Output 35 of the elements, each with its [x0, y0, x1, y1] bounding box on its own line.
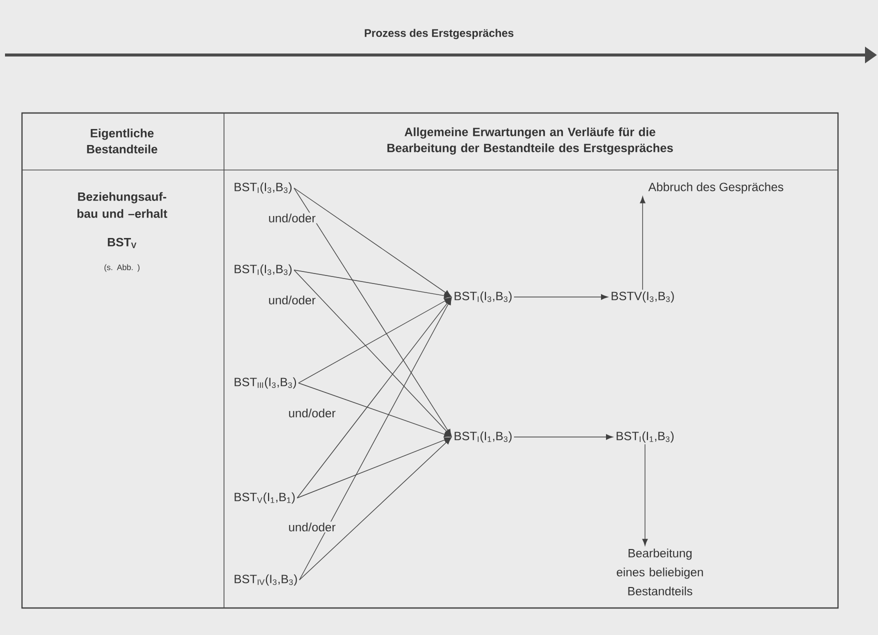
- connector-label: und/oder: [287, 522, 337, 532]
- arrow: [296, 298, 452, 498]
- arrow: [296, 437, 452, 498]
- arrow: [298, 297, 452, 384]
- arrow: [514, 294, 608, 300]
- connector-label: und/oder: [287, 408, 337, 418]
- node-text: BSTV(I$_{3}$,B$_{3}$): [612, 291, 674, 303]
- column-header: Eigentliche Bestandteile: [87, 128, 158, 154]
- arrow: [294, 188, 452, 297]
- node-text: BST$_{I}$(I$_{1}$,B$_{3}$): [454, 431, 512, 443]
- node-text: Bearbeitung eines beliebigen Bestandteils: [616, 548, 703, 596]
- connector-label: und/oder: [267, 212, 317, 224]
- arrow: [299, 298, 452, 580]
- arrow: [642, 444, 648, 546]
- node-text: Abbruch des Gespräches: [648, 182, 784, 194]
- arrow: [294, 270, 451, 298]
- node-text: BST$_{I}$(I$_{3}$,B$_{3}$): [234, 182, 292, 194]
- node-text: BST$_{V}$(I$_{1}$,B$_{1}$): [234, 492, 295, 504]
- connector-label: und/oder: [267, 294, 317, 306]
- arrow: [298, 382, 451, 438]
- row-label: BST$_{V}$: [108, 238, 136, 248]
- column-header: Allgemeine Erwartungen an Verläufe für die Bearbeitung der Bestandteile des Erstgespräches: [387, 127, 673, 155]
- arrow: [514, 434, 613, 440]
- note: (s. Abb. ): [104, 264, 140, 272]
- arrow: [294, 270, 452, 436]
- node-text: BST$_{III}$(I$_{3}$,B$_{3}$): [234, 377, 296, 389]
- arrow: [294, 188, 452, 436]
- arrow: [640, 196, 646, 290]
- node-text: BST$_{IV}$(I$_{3}$,B$_{3}$): [234, 574, 297, 586]
- arrow: [299, 438, 452, 580]
- node-text: BST$_{I}$(I$_{3}$,B$_{3}$): [234, 264, 292, 276]
- row-label: Beziehungsauf-bau und –erhalt: [77, 192, 168, 218]
- node-text: BST$_{I}$(I$_{3}$,B$_{3}$): [454, 291, 512, 303]
- node-text: BST$_{I}$(I$_{1}$,B$_{3}$): [616, 431, 674, 443]
- title: Prozess des Erstgespräches: [364, 28, 514, 40]
